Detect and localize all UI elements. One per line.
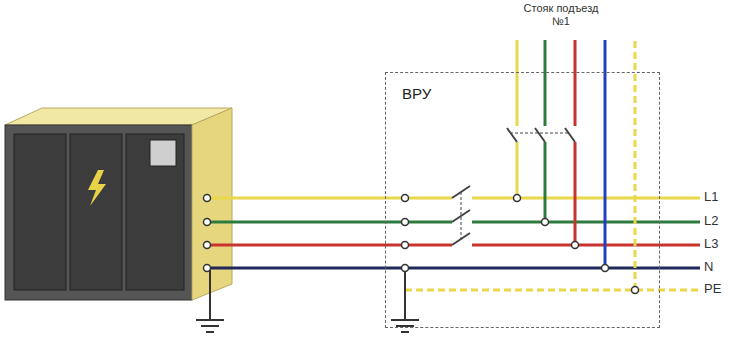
neutral-label: N xyxy=(704,260,713,275)
phase-label: L1 xyxy=(704,190,718,205)
terminals xyxy=(204,195,639,294)
panel-title: ВРУ xyxy=(400,85,433,102)
riser-caption: Стояк подъезд №1 xyxy=(515,2,607,27)
earth-label: PE xyxy=(704,282,721,297)
phase-label: L3 xyxy=(704,237,718,252)
substation xyxy=(5,108,232,300)
bus-wires xyxy=(196,40,700,332)
phase-label: L2 xyxy=(704,214,718,229)
distribution-panel: ВРУ xyxy=(385,72,660,328)
